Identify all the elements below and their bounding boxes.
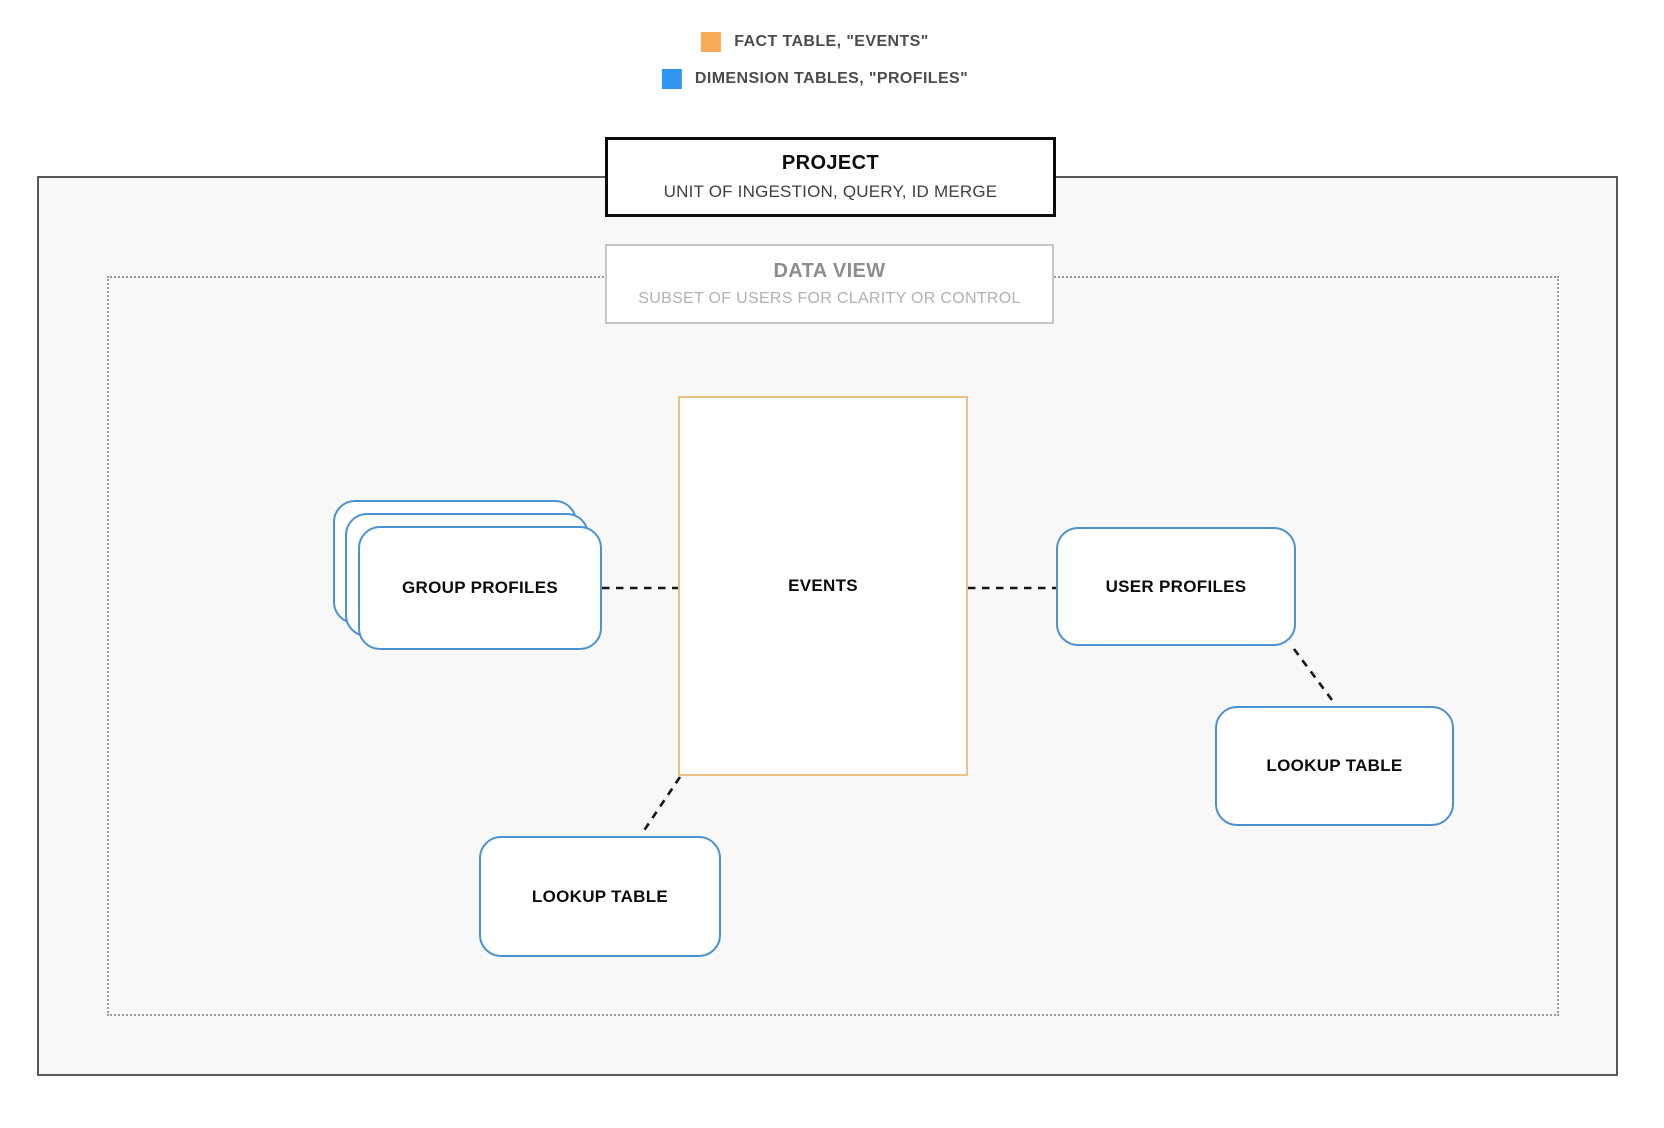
- legend-label-dimension-tables: DIMENSION TABLES, "PROFILES": [694, 70, 969, 87]
- fact-table-color-swatch: [701, 32, 722, 52]
- node-lookup-table-bottom-label: LOOKUP TABLE: [531, 886, 669, 906]
- project-title: PROJECT: [781, 152, 880, 174]
- project-subtitle: UNIT OF INGESTION, QUERY, ID MERGE: [663, 182, 998, 201]
- node-group-profiles: GROUP PROFILES: [358, 526, 602, 650]
- data-view-title: DATA VIEW: [773, 260, 886, 282]
- dimension-tables-color-swatch: [661, 69, 682, 89]
- node-lookup-table-right-label: LOOKUP TABLE: [1266, 756, 1403, 775]
- node-lookup-table-right: LOOKUP TABLE: [1215, 706, 1454, 826]
- node-group-profiles-label: GROUP PROFILES: [402, 578, 558, 597]
- node-lookup-table-bottom: LOOKUP TABLE: [479, 836, 721, 957]
- node-events: EVENTS: [678, 396, 968, 776]
- legend-item-dimension-tables: DIMENSION TABLES, "PROFILES": [661, 69, 969, 89]
- node-events-label: EVENTS: [788, 576, 858, 595]
- legend-label-fact-table: FACT TABLE, "EVENTS": [734, 33, 929, 50]
- node-user-profiles-label: USER PROFILES: [1105, 576, 1247, 596]
- data-view-label-box: DATA VIEW SUBSET OF USERS FOR CLARITY OR…: [605, 244, 1054, 324]
- project-label-box: PROJECT UNIT OF INGESTION, QUERY, ID MER…: [605, 137, 1056, 217]
- legend-item-fact-table: FACT TABLE, "EVENTS": [701, 32, 928, 52]
- legend: FACT TABLE, "EVENTS" DIMENSION TABLES, "…: [661, 32, 969, 89]
- data-view-subtitle: SUBSET OF USERS FOR CLARITY OR CONTROL: [638, 290, 1021, 307]
- node-user-profiles: USER PROFILES: [1056, 527, 1296, 646]
